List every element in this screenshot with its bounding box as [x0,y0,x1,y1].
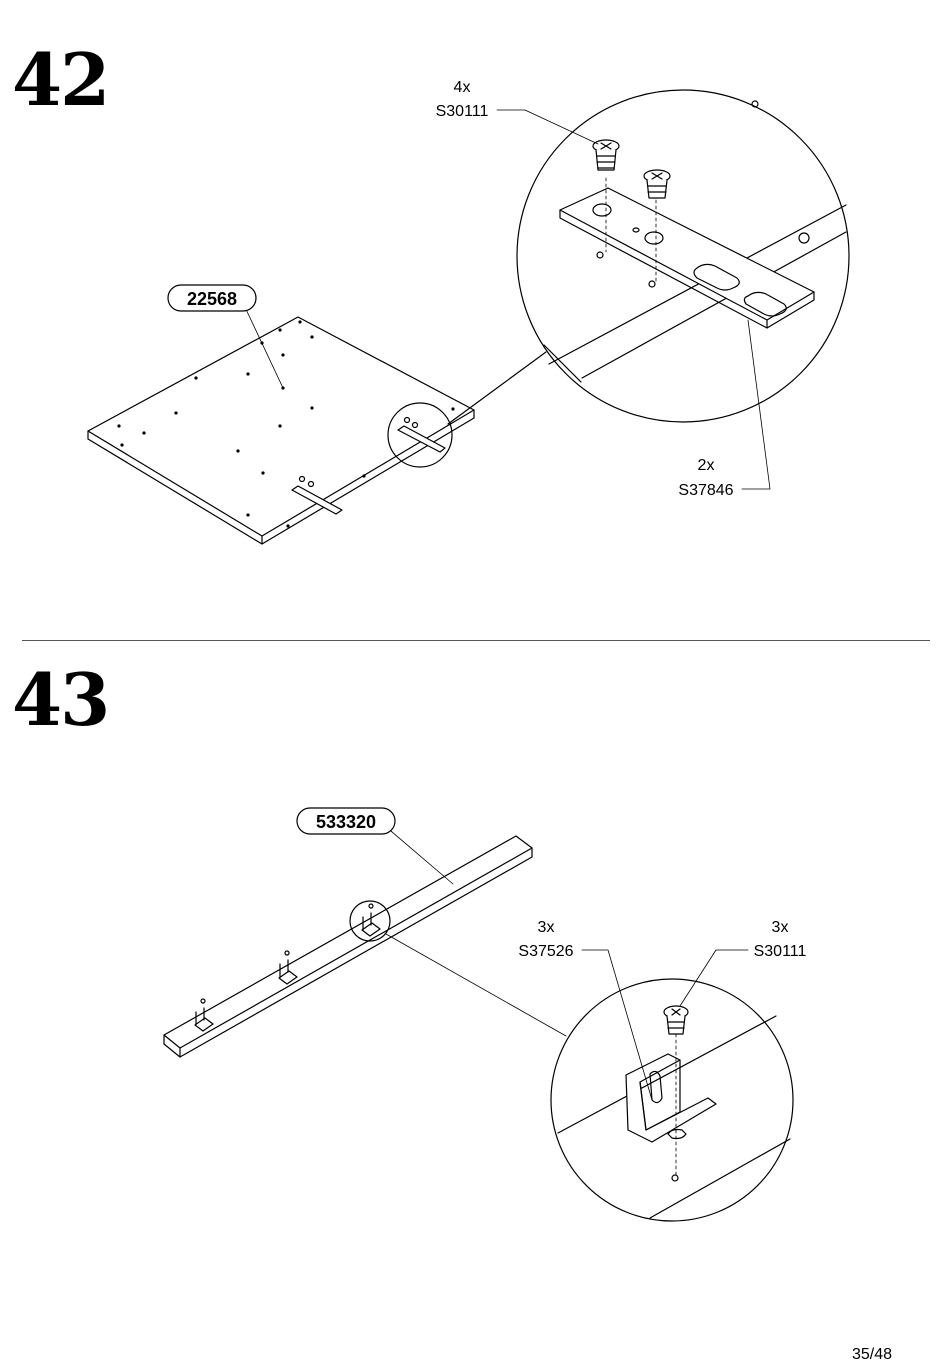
bracket-quantity-43: 3x [538,919,555,936]
panel-22568 [87,316,547,545]
screw-code-43: S30111 [754,943,807,960]
plate-code-42: S37846 [678,482,733,499]
part-number-533320: 533320 [316,812,376,832]
screw-quantity-42: 4x [454,79,471,96]
step-divider [22,640,930,641]
page-number: 35/48 [851,1346,892,1363]
detail-circle-43 [550,978,794,1222]
step-43-number: 43 [12,657,110,742]
detail-circle-42 [516,89,850,423]
rail-533320 [163,835,567,1058]
screw-quantity-43: 3x [772,919,789,936]
bracket-code-43: S37526 [518,943,573,960]
part-number-22568: 22568 [187,289,237,309]
plate-quantity-42: 2x [698,457,715,474]
step-42-number: 42 [12,37,110,122]
screw-code-42: S30111 [436,103,489,120]
